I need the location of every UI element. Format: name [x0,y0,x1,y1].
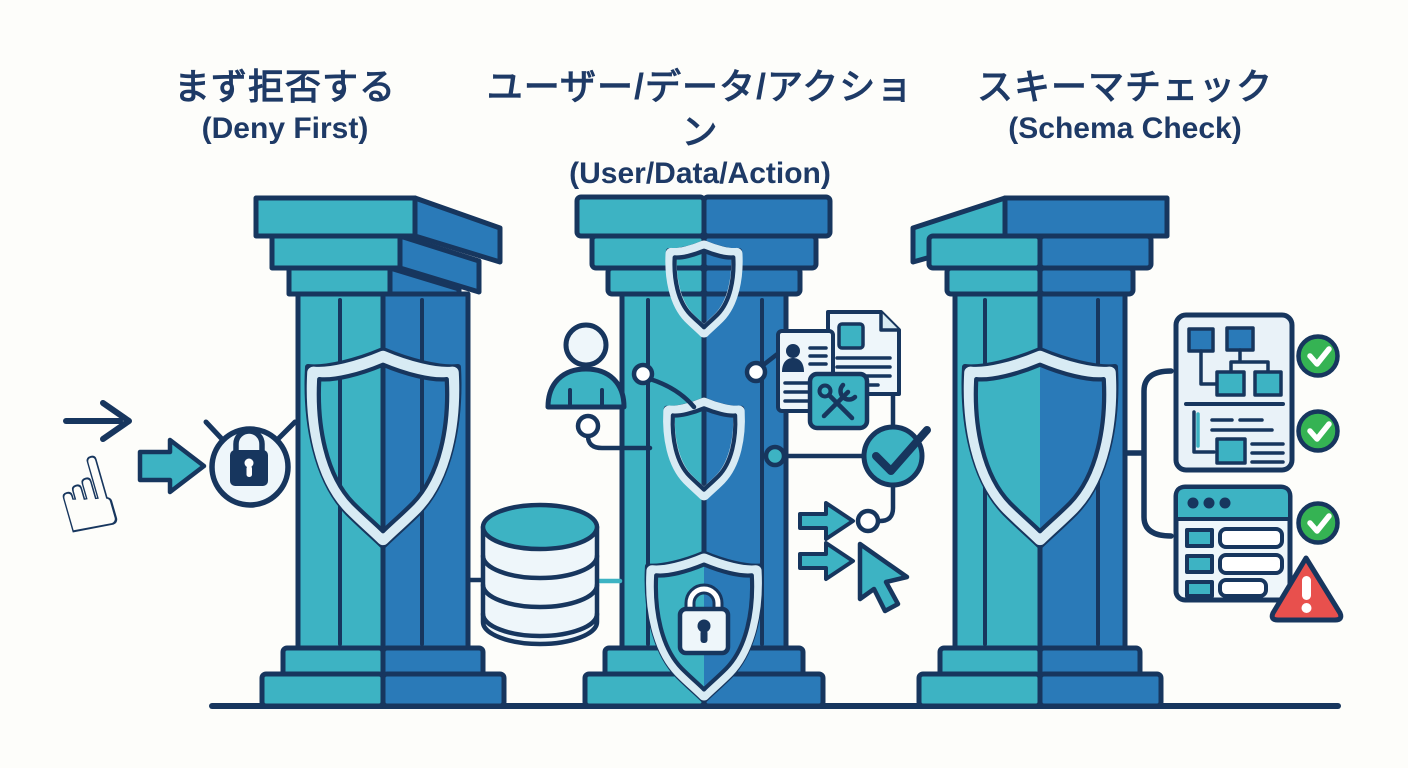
arrow-right-icon [798,501,855,541]
title-schema-check: スキーマチェック (Schema Check) [958,64,1292,148]
lock-shield-icon [626,548,782,710]
database-icon [465,502,623,647]
action-flow-icons [744,310,931,614]
title-user-data-action-jp: ユーザー/データ/アクション [486,66,914,152]
node-circle [631,362,655,386]
title-deny-first-en: (Deny First) [201,112,369,145]
bracket-connector [1123,368,1174,539]
arrow-right-icon [798,541,855,581]
pillar-base [916,645,1164,709]
schema-document-icon [1173,312,1295,473]
pillar-user-data-action [574,194,833,710]
warning-triangle-icon [1269,555,1344,623]
lock-icon [677,583,731,656]
cursor-icon [857,541,910,614]
node-circle [744,360,768,384]
check-circle-icon [1296,334,1340,378]
denied-lock-icon [203,419,298,508]
pillar-base [259,645,507,709]
check-circle-icon [1296,409,1340,453]
user-icon [545,322,627,410]
pillar-deny-first [253,195,507,709]
connector-lines-left [575,362,697,451]
node-circle [855,508,881,534]
title-schema-check-en: (Schema Check) [1008,112,1242,145]
pillar-capital [253,195,503,310]
browser-window-icon [1173,484,1293,603]
pointing-hand-icon: ☝ [41,432,132,561]
title-deny-first-jp: まず拒否する [173,66,396,107]
pillar-schema-check [910,195,1170,709]
tools-icon [807,371,870,431]
title-schema-check-jp: スキーマチェック [976,66,1273,107]
check-circle-icon [1296,501,1340,545]
check-circle-icon [861,424,931,488]
arrow-right-icon [137,437,207,495]
node-circle [763,444,787,468]
title-user-data-action: ユーザー/データ/アクション (User/Data/Action) [478,64,922,193]
title-user-data-action-en: (User/Data/Action) [569,157,831,190]
title-deny-first: まず拒否する (Deny First) [118,64,452,148]
arrow-right-icon [63,400,132,442]
left-flow-icons: ☝ [41,400,298,561]
node-circle [575,413,601,439]
pillar-capital [910,195,1170,297]
